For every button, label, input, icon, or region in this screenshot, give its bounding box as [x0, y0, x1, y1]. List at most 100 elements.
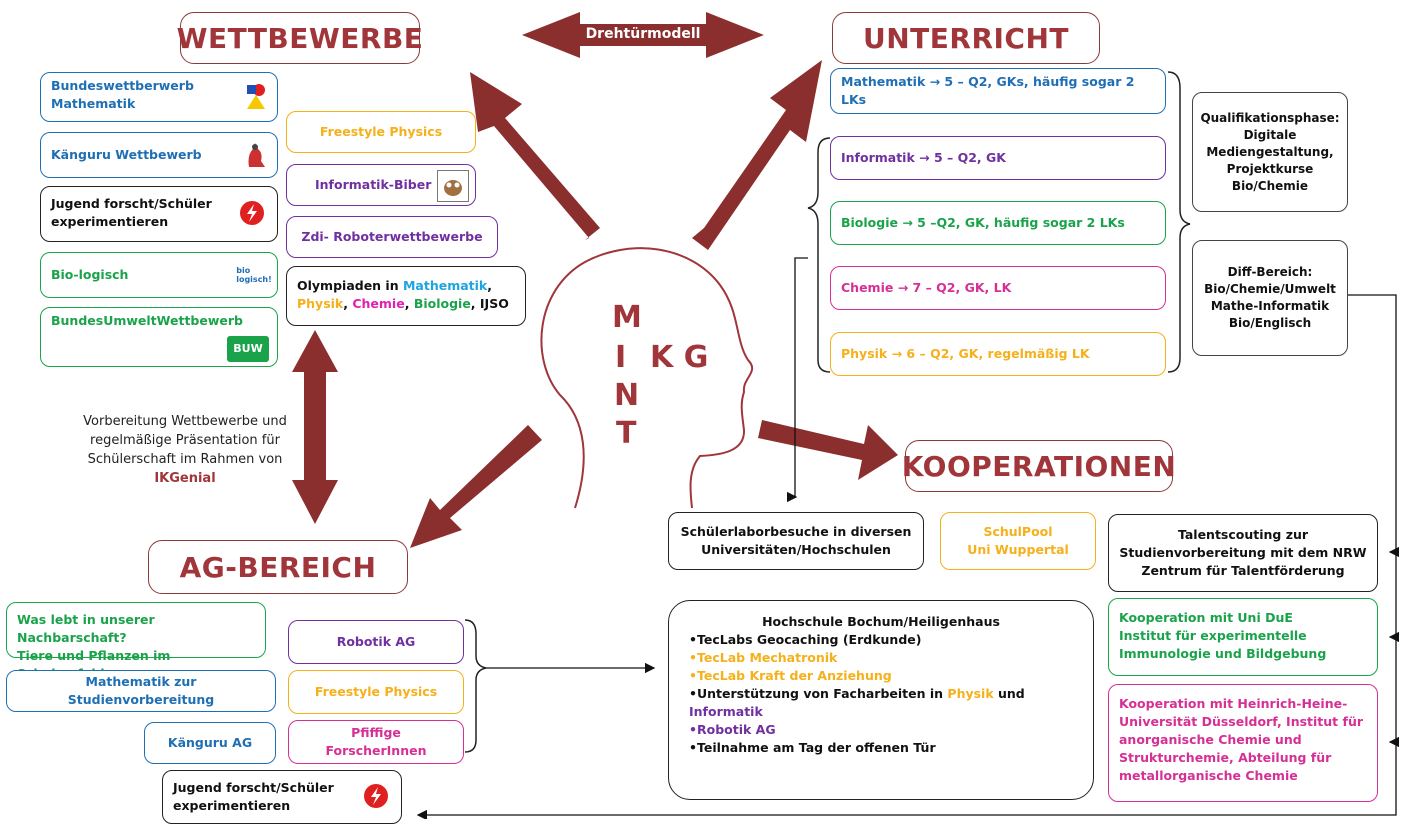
arrow-to-unterricht [692, 60, 822, 250]
bundesumwelt-label: BundesUmweltWettbewerb [51, 313, 243, 328]
olympiaden-sep: , [470, 296, 480, 311]
box-diff-bereich: Diff-Bereich: Bio/Chemie/Umwelt Mathe-In… [1192, 240, 1348, 356]
arrow-to-kooperationen [758, 420, 898, 480]
drehtuer-label: Drehtürmodell [585, 26, 701, 42]
box-informatik: Informatik → 5 – Q2, GK [830, 136, 1166, 180]
olympiaden-sep: , [343, 296, 353, 311]
hochschule-item-text: Informatik [689, 704, 763, 719]
jugend-forscht-logo-icon [239, 200, 265, 226]
box-uni-due: Kooperation mit Uni DuE Institut für exp… [1108, 598, 1378, 676]
quali-line1: Qualifikationsphase: [1200, 110, 1340, 125]
brace-unterricht-left [807, 137, 831, 373]
hochschule-list: •TecLabs Geocaching (Erdkunde) •TecLab Me… [689, 631, 1073, 757]
arrow-to-ag [410, 425, 542, 548]
arrow-to-wettbewerbe [470, 72, 600, 240]
box-freestyle-physics: Freestyle Physics [286, 111, 476, 153]
olympiaden-sep: , [404, 296, 414, 311]
olympiaden-item: Mathematik [402, 278, 488, 293]
jugend-forscht-ag-logo-icon [363, 783, 389, 809]
mint-m: M [612, 300, 642, 335]
hochschule-item: •TecLab Mechatronik [689, 649, 1073, 667]
informatik-label: Informatik → 5 – Q2, GK [841, 150, 1006, 165]
physik-label: Physik → 6 – Q2, GK, regelmäßig LK [841, 346, 1090, 361]
box-bundesumwelt: BundesUmweltWettbewerb BUW [40, 307, 278, 367]
kaenguru-ag-label: Känguru AG [167, 735, 253, 750]
talent-line2: Studienvorbereitung mit dem NRW [1119, 545, 1367, 560]
hochschule-item: •TecLabs Geocaching (Erdkunde) [689, 631, 1073, 649]
hochschule-item-text: •TecLabs Geocaching (Erdkunde) [689, 632, 922, 647]
quali-line2: Digitale [1243, 127, 1297, 142]
vertical-double-arrow [292, 330, 338, 524]
box-hochschule-bochum: Hochschule Bochum/Heiligenhaus •TecLabs … [668, 600, 1094, 800]
box-mathe-studienvorbereitung: Mathematik zur Studienvorbereitung [6, 670, 276, 712]
hochschule-item-text: •Teilnahme am Tag der offenen Tür [689, 740, 936, 755]
brace-unterricht [1167, 71, 1191, 373]
caption-line1: Vorbereitung Wettbewerbe und [83, 414, 287, 429]
diff-line2: Bio/Chemie/Umwelt [1204, 282, 1336, 296]
hhu-line4: Strukturchemie, Abteilung für [1119, 750, 1332, 765]
olympiaden-sep: , [487, 278, 492, 293]
olympiaden-item: Chemie [352, 296, 405, 311]
hochschule-item-text: •TecLab Mechatronik [689, 650, 838, 665]
hhu-line3: anorganische Chemie und [1119, 732, 1302, 747]
hochschule-item-text: •Robotik AG [689, 722, 776, 737]
box-qualifikationsphase: Qualifikationsphase: Digitale Mediengest… [1192, 92, 1348, 212]
header-ag-bereich: AG-BEREICH [148, 540, 408, 594]
caption-line2: regelmäßige Präsentation für [90, 433, 280, 448]
hochschule-item-text: •Unterstützung von Facharbeiten in [689, 686, 948, 701]
kaenguru-logo-icon [243, 139, 267, 171]
jugend-forscht-line2: experimentieren [51, 214, 169, 229]
olympiaden-item: IJSO [479, 296, 509, 311]
mint-t: T [616, 416, 637, 451]
olympiaden-line2: Physik, Chemie, Biologie, IJSO [297, 295, 515, 313]
robotik-ag-label: Robotik AG [336, 634, 416, 649]
hochschule-item: •TecLab Kraft der Anziehung [689, 667, 1073, 685]
jugend-forscht-ag-line1: Jugend forscht/Schüler [173, 780, 334, 795]
hochschule-item: Informatik [689, 703, 1073, 721]
diff-line3: Mathe-Informatik [1210, 299, 1330, 313]
box-nachbarschaft: Was lebt in unserer Nachbarschaft? Tiere… [6, 602, 266, 681]
zdi-label: Zdi- Roboterwettbewerbe [301, 229, 483, 244]
pfiffige-label: Pfiffige ForscherInnen [325, 725, 427, 758]
box-olympiaden: Olympiaden in Mathematik, Physik, Chemie… [286, 266, 526, 326]
box-physik: Physik → 6 – Q2, GK, regelmäßig LK [830, 332, 1166, 376]
box-informatik-biber: Informatik-Biber [286, 164, 476, 206]
caption-vorbereitung: Vorbereitung Wettbewerbe und regelmäßige… [60, 412, 310, 488]
biologisch-logo-icon: bio logisch! [236, 266, 272, 284]
quali-line4: Projektkurse [1226, 161, 1314, 176]
biber-logo-icon [437, 170, 469, 202]
caption-ikgenial: IKGenial [154, 471, 216, 486]
box-zdi: Zdi- Roboterwettbewerbe [286, 216, 498, 258]
schuelerlabor-line2: Universitäten/Hochschulen [701, 542, 891, 557]
kaenguru-label: Känguru Wettbewerb [51, 147, 202, 162]
box-chemie: Chemie → 7 – Q2, GK, LK [830, 266, 1166, 310]
hhu-line2: Universität Düsseldorf, Institut für [1119, 714, 1364, 729]
box-biologisch: Bio-logisch bio logisch! [40, 252, 278, 298]
hochschule-item-highlight: Physik [947, 686, 994, 701]
box-talentscouting: Talentscouting zur Studienvorbereitung m… [1108, 514, 1378, 592]
quali-line5: Bio/Chemie [1231, 178, 1309, 193]
freestyle-label: Freestyle Physics [319, 124, 443, 139]
diff-line4: Bio/Englisch [1228, 316, 1312, 330]
box-kaenguru-ag: Känguru AG [144, 722, 276, 764]
header-unterricht: UNTERRICHT [832, 12, 1100, 64]
mathe-studienvorbereitung-label: Mathematik zur Studienvorbereitung [67, 674, 215, 707]
box-mathematik: Mathematik → 5 – Q2, GKs, häufig sogar 2… [830, 68, 1166, 114]
line-brace-to-labor [786, 257, 808, 503]
header-wettbewerbe: WETTBEWERBE [177, 12, 423, 64]
biologie-label: Biologie → 5 –Q2, GK, häufig sogar 2 LKs [841, 215, 1125, 230]
brace-ag [464, 619, 487, 753]
talent-line1: Talentscouting zur [1177, 527, 1309, 542]
hhu-line5: metallorganische Chemie [1119, 768, 1298, 783]
mathematik-label: Mathematik → 5 – Q2, GKs, häufig sogar 2… [841, 74, 1135, 107]
biber-label: Informatik-Biber [315, 177, 432, 192]
mint-i: I [615, 340, 627, 375]
hochschule-item-text: •TecLab Kraft der Anziehung [689, 668, 892, 683]
buw-logo-icon: BUW [227, 336, 269, 362]
caption-line3: Schülerschaft im Rahmen von [87, 452, 283, 467]
box-robotik-ag: Robotik AG [288, 620, 464, 664]
drehtuer-arrow [522, 12, 764, 58]
head-outline [540, 247, 754, 509]
box-kaenguru: Känguru Wettbewerb [40, 132, 278, 178]
